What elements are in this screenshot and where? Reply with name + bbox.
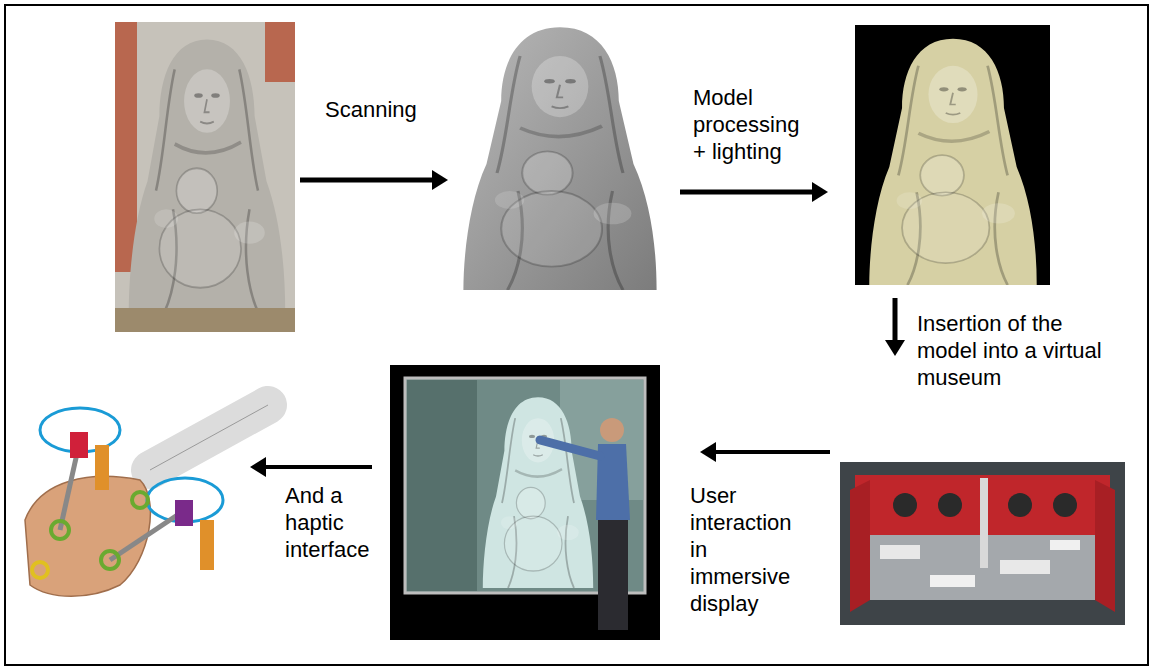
step-label: Insertion of the model into a virtual mu… (917, 310, 1107, 391)
haptic-interface (25, 405, 268, 596)
step-label: Model processing + lighting (693, 84, 818, 165)
step-label: Scanning (325, 96, 445, 123)
scanned-model (463, 27, 656, 290)
frame-border (5, 5, 1148, 665)
virtual-museum (840, 462, 1125, 625)
process-arrows (250, 170, 905, 477)
immersive-display (390, 365, 660, 640)
statue-photo (115, 22, 295, 332)
step-label: User interaction in immersive display (690, 482, 802, 617)
step-label: And a haptic interface (285, 482, 375, 563)
lit-model (855, 25, 1050, 285)
